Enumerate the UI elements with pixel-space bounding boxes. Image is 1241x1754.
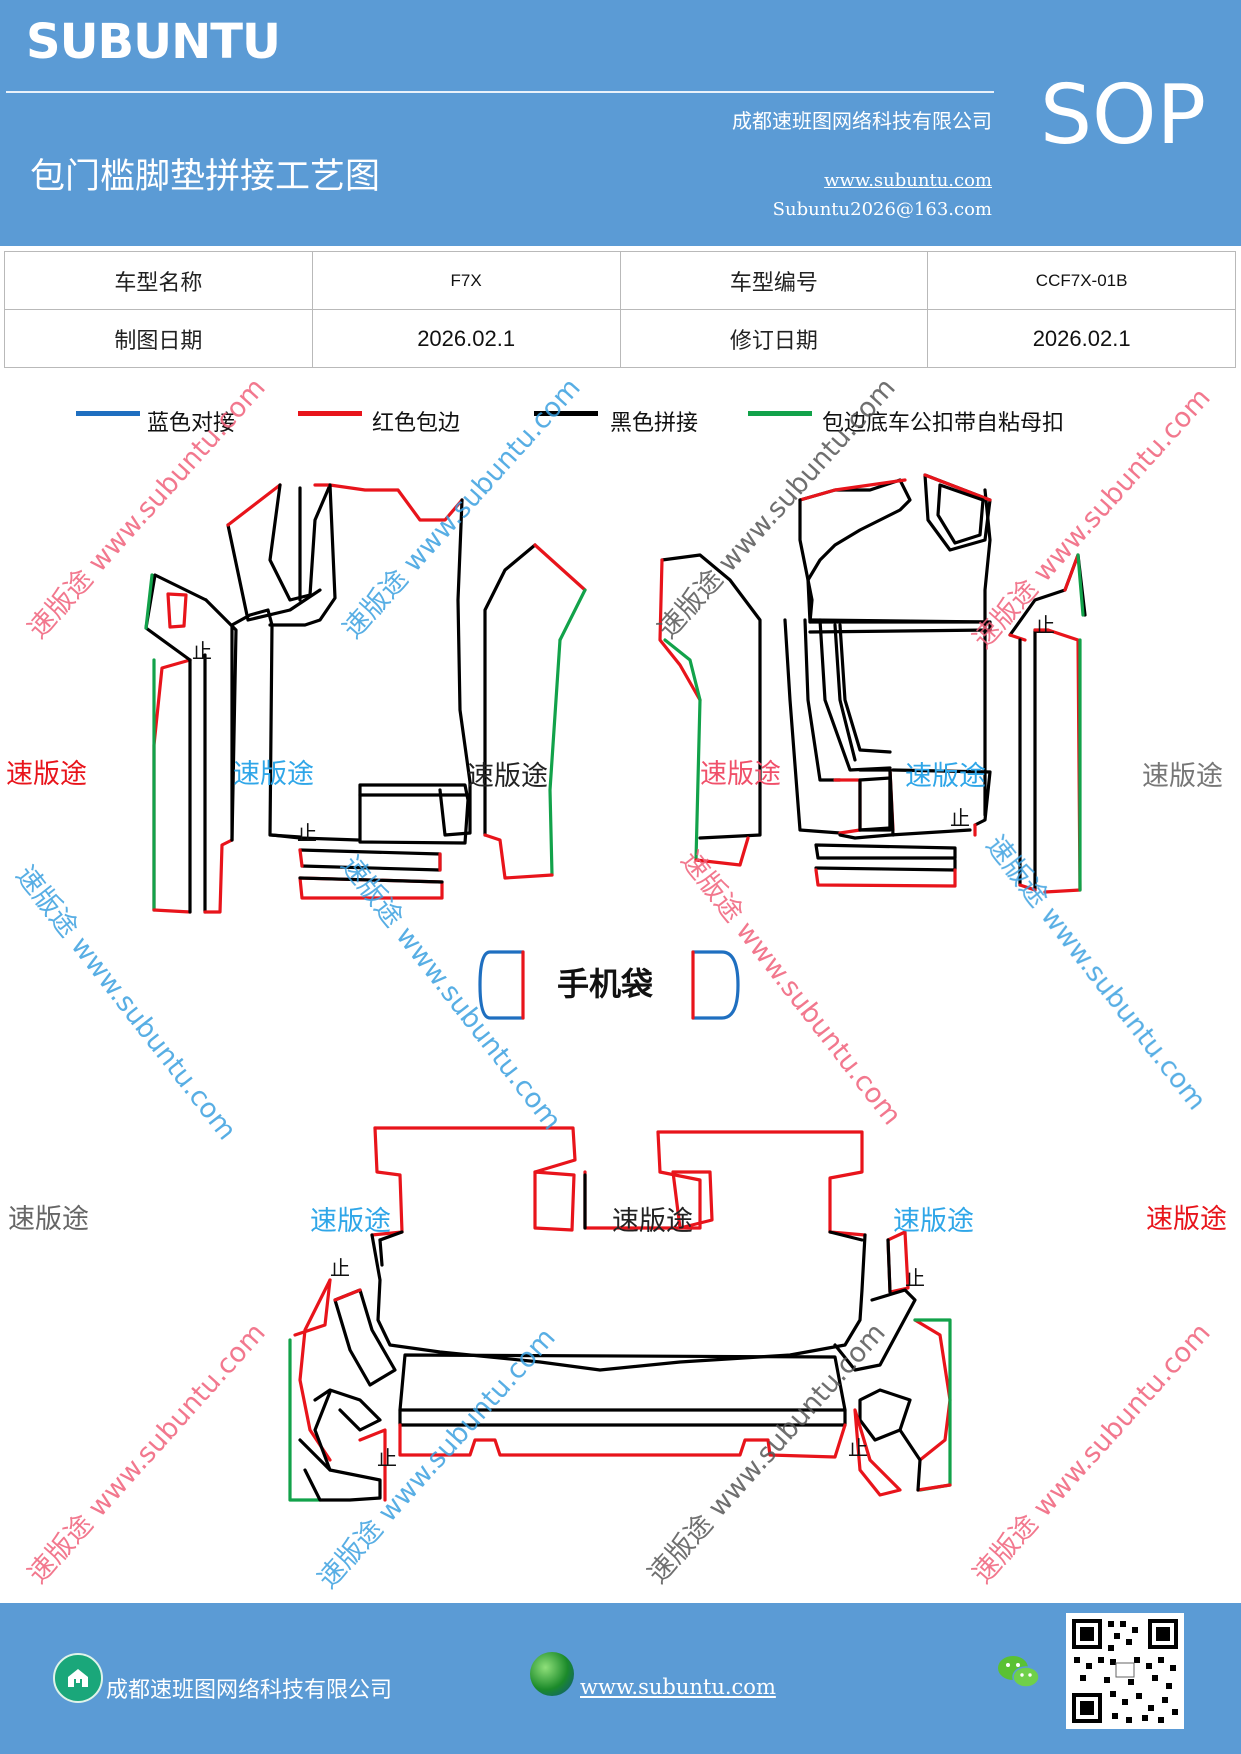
watermark-text: 速版途 www.subuntu.com <box>9 860 242 1146</box>
website-link[interactable]: www.subuntu.com <box>824 170 992 191</box>
watermark-text: 速版途 www.subuntu.com <box>337 372 586 644</box>
watermark-brand: 速版途 <box>893 1206 974 1237</box>
model-name-value: F7X <box>311 251 621 310</box>
front-left-mat-group <box>144 483 587 914</box>
stop-mark: 止 <box>377 1446 397 1470</box>
watermark-text: 速版途 www.subuntu.com <box>652 372 901 644</box>
phone-bag-pieces <box>478 950 740 1020</box>
watermark-brand: 速版途 <box>905 761 986 792</box>
stop-mark: 止 <box>848 1436 868 1460</box>
stop-mark: 止 <box>1035 613 1055 637</box>
legend-swatch-green <box>748 411 812 416</box>
revision-date-value: 2026.02.1 <box>927 309 1236 368</box>
watermark-text: 速版途 www.subuntu.com <box>334 850 567 1136</box>
home-badge-icon <box>53 1653 103 1703</box>
watermark-brand: 速版途 <box>1142 761 1223 792</box>
phone-bag-label: 手机袋 <box>557 965 653 1003</box>
document-title: 包门槛脚垫拼接工艺图 <box>30 157 381 197</box>
watermark-text: 速版途 www.subuntu.com <box>967 1317 1216 1589</box>
footer-company: 成都速班图网络科技有限公司 <box>106 1678 393 1703</box>
model-code-label: 车型编号 <box>619 251 929 310</box>
front-right-mat-group <box>658 473 1087 894</box>
legend-label-black: 黑色拼接 <box>610 411 699 436</box>
watermark-brand: 速版途 <box>310 1206 391 1237</box>
sop-badge: SOP <box>1040 68 1207 163</box>
legend-swatch-black <box>534 411 598 416</box>
stop-mark: 止 <box>905 1266 925 1290</box>
vehicle-info-table: 车型名称 F7X 车型编号 CCF7X-01B 制图日期 2026.02.1 修… <box>4 251 1236 368</box>
brand-logo-text: SUBUNTU <box>26 14 281 70</box>
header-divider <box>6 91 994 93</box>
watermark-brand: 速版途 <box>467 761 548 792</box>
watermark-text: 速版途 www.subuntu.com <box>967 382 1216 654</box>
globe-icon <box>530 1652 574 1696</box>
company-name: 成都速班图网络科技有限公司 <box>732 109 992 133</box>
watermark-text: 速版途 www.subuntu.com <box>979 830 1212 1116</box>
watermark-brand: 速版途 <box>1146 1204 1227 1235</box>
revision-date-label: 修订日期 <box>619 309 929 368</box>
draw-date-value: 2026.02.1 <box>311 309 621 368</box>
stop-mark: 止 <box>950 806 970 830</box>
stop-marks: 止 止 止 止 止 止 止 止 <box>192 613 1055 1470</box>
watermark-text: 速版途 www.subuntu.com <box>674 845 907 1131</box>
draw-date-label: 制图日期 <box>4 309 313 368</box>
stop-mark: 止 <box>297 821 317 845</box>
footer-website-link[interactable]: www.subuntu.com <box>580 1675 776 1699</box>
brand-watermarks: 速版途 速版途 速版途 速版途 速版途 速版途 速版途 速版途 速版途 速版途 … <box>6 759 1227 1237</box>
model-name-label: 车型名称 <box>4 251 313 310</box>
watermark-brand: 速版途 <box>700 759 781 790</box>
rear-mat-group <box>288 1126 952 1502</box>
watermark-text: 速版途 www.subuntu.com <box>22 1317 271 1589</box>
legend-label-blue: 蓝色对接 <box>147 411 236 436</box>
legend-label-red: 红色包边 <box>372 411 461 436</box>
header-band <box>0 0 1241 246</box>
table-row: 制图日期 2026.02.1 修订日期 2026.02.1 <box>4 309 1236 368</box>
watermark-text: 速版途 www.subuntu.com <box>312 1322 561 1594</box>
table-row: 车型名称 F7X 车型编号 CCF7X-01B <box>4 251 1236 310</box>
qr-code-icon <box>1066 1613 1184 1729</box>
wechat-icon[interactable] <box>996 1652 1042 1692</box>
watermark-brand: 速版途 <box>612 1206 693 1237</box>
watermark-text: 速版途 www.subuntu.com <box>22 372 271 644</box>
model-code-value: CCF7X-01B <box>927 251 1236 310</box>
watermark-brand: 速版途 <box>6 759 87 790</box>
contact-email[interactable]: Subuntu2026@163.com <box>772 199 992 220</box>
legend-swatch-blue <box>76 411 140 416</box>
stop-mark: 止 <box>192 639 212 663</box>
legend-label-green: 包边底车公扣带自粘母扣 <box>822 411 1065 436</box>
legend-swatch-red <box>298 411 362 416</box>
stop-mark: 止 <box>330 1256 350 1280</box>
watermark-brand: 速版途 <box>233 759 314 790</box>
watermark-brand: 速版途 <box>8 1204 89 1235</box>
